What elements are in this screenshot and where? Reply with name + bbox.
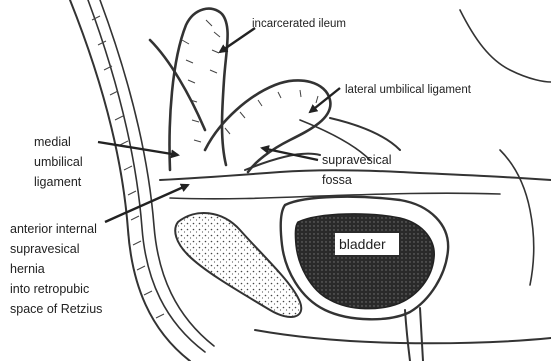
svg-text:supravesical: supravesical <box>10 242 79 256</box>
pointer-arrows <box>98 28 340 222</box>
label-incarcerated-ileum: incarcerated ileum <box>252 18 346 30</box>
svg-text:hernia: hernia <box>10 262 45 276</box>
svg-text:supravesical: supravesical <box>322 153 391 167</box>
svg-text:ligament: ligament <box>34 175 82 189</box>
svg-text:umbilical: umbilical <box>34 155 83 169</box>
svg-text:fossa: fossa <box>322 173 352 187</box>
arrow-incarcerated-ileum <box>220 28 255 52</box>
label-hernia-description: anterior internal supravesical hernia in… <box>10 222 102 316</box>
ileum-loops <box>150 9 330 172</box>
arrow-hernia <box>105 185 188 222</box>
label-lateral-umbilical-ligament: lateral umbilical ligament <box>345 84 472 96</box>
svg-text:medial: medial <box>34 135 71 149</box>
svg-text:into retropubic: into retropubic <box>10 282 89 296</box>
arrow-medial-umbilical-ligament <box>98 142 178 155</box>
label-medial-umbilical-ligament: medial umbilical ligament <box>34 135 83 189</box>
svg-text:space of Retzius: space of Retzius <box>10 302 102 316</box>
label-bladder: bladder <box>339 236 386 252</box>
svg-text:anterior internal: anterior internal <box>10 222 97 236</box>
